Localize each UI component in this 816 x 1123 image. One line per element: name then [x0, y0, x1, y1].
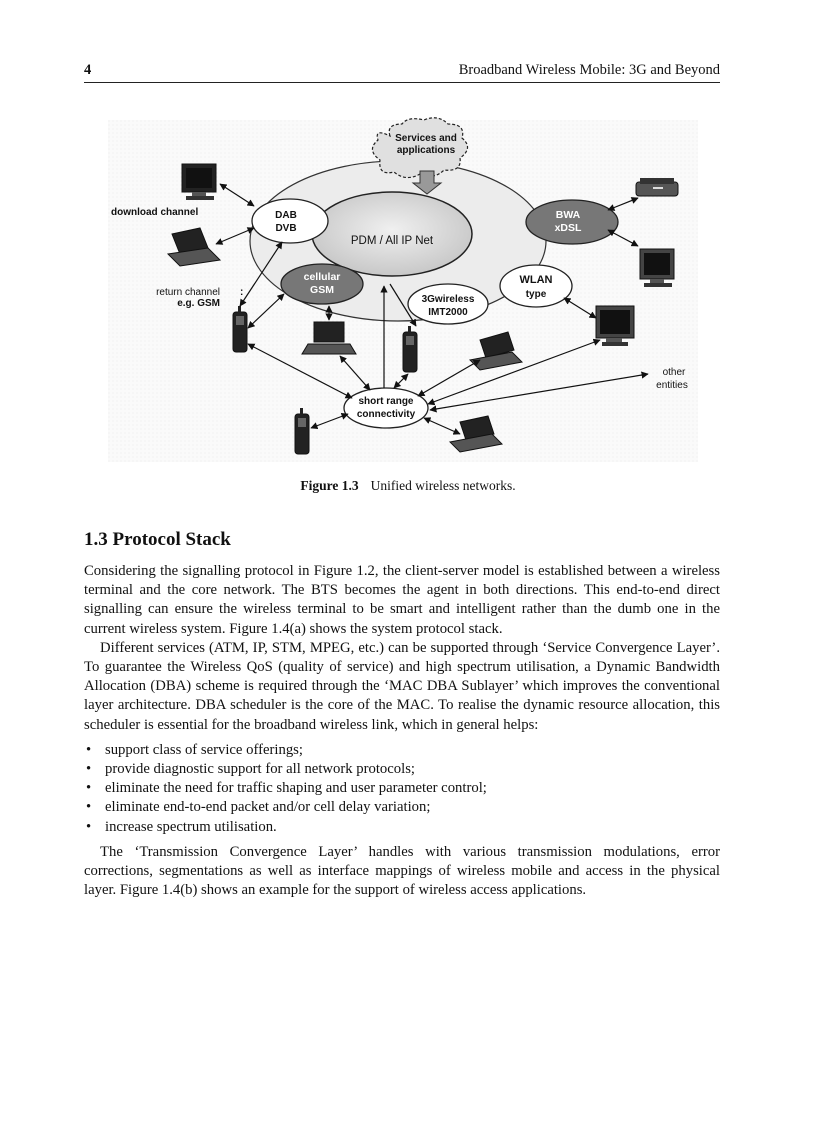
monitor-icon: [639, 248, 675, 287]
3g-wireless-node: [407, 283, 489, 325]
body-text: Considering the signalling protocol in F…: [84, 562, 720, 900]
list-item: •support class of service offerings;: [86, 741, 303, 758]
return-channel-gsm-label: e.g. GSM: [177, 298, 220, 309]
page-number: 4: [84, 62, 92, 78]
modem-icon: [635, 178, 679, 197]
bwa-label: BWA: [556, 209, 581, 221]
return-channel-label: return channel: [156, 287, 220, 298]
wlan-label: WLAN: [520, 274, 553, 286]
list-item: •eliminate end-to-end packet and/or cell…: [86, 799, 431, 816]
laptop-icon: [448, 415, 504, 453]
mobile-phone-icon: [402, 326, 418, 373]
return-channel-colon: :: [240, 287, 243, 298]
figure-caption-text: Unified wireless networks.: [370, 478, 516, 493]
services-label-line2: applications: [397, 145, 456, 156]
3g-label: 3Gwireless: [422, 294, 475, 305]
list-item-text: eliminate end-to-end packet and/or cell …: [105, 799, 431, 816]
core-network-label: PDM / All IP Net: [351, 235, 434, 247]
paragraph-3: The ‘Transmission Convergence Layer’ han…: [84, 843, 720, 899]
figure-caption: Figure 1.3 Unified wireless networks.: [0, 478, 816, 494]
other-entities-label-line1: other: [663, 367, 686, 378]
other-entities-label-line2: entities: [656, 380, 688, 391]
bullet-list: •support class of service offerings; •pr…: [84, 741, 720, 837]
unified-wireless-networks-figure: PDM / All IP Net Services and applicatio…: [108, 116, 698, 466]
imt2000-label: IMT2000: [428, 307, 468, 318]
mobile-phone-icon: [294, 408, 310, 455]
bwa-xdsl-node: [525, 199, 619, 245]
monitor-icon: [181, 163, 217, 200]
short-range-label-line2: connectivity: [357, 409, 416, 420]
short-range-label-line1: short range: [358, 396, 413, 407]
list-item: •provide diagnostic support for all netw…: [86, 761, 416, 778]
gsm-label: GSM: [310, 284, 334, 296]
running-title: Broadband Wireless Mobile: 3G and Beyond: [458, 62, 720, 78]
list-item-text: increase spectrum utilisation.: [105, 818, 277, 835]
list-item-text: eliminate the need for traffic shaping a…: [105, 780, 487, 797]
core-network-ellipse: [311, 191, 473, 277]
list-item: •eliminate the need for traffic shaping …: [86, 780, 487, 797]
laptop-icon: [166, 227, 222, 267]
section-heading: 1.3 Protocol Stack: [84, 529, 231, 550]
monitor-icon: [595, 305, 635, 346]
wlan-type-label: type: [526, 289, 547, 300]
mobile-phone-icon: [232, 306, 248, 353]
services-cloud: Services and applications: [371, 117, 469, 179]
dvb-label: DVB: [275, 223, 296, 234]
connection-arrows: [215, 183, 649, 435]
download-channel-label: download channel: [111, 207, 198, 218]
paragraph-2: Different services (ATM, IP, STM, MPEG, …: [84, 639, 720, 733]
list-item-text: provide diagnostic support for all netwo…: [105, 761, 416, 778]
paragraph-1: Considering the signalling protocol in F…: [84, 563, 720, 637]
list-item-text: support class of service offerings;: [105, 741, 303, 758]
xdsl-label: xDSL: [555, 222, 582, 234]
dab-dvb-node: [251, 198, 329, 244]
figure-caption-label: Figure 1.3: [300, 478, 359, 493]
cellular-label: cellular: [304, 271, 341, 283]
list-item: •increase spectrum utilisation.: [86, 818, 277, 835]
wlan-node: [499, 264, 573, 308]
dab-label: DAB: [275, 210, 297, 221]
running-header: 4 Broadband Wireless Mobile: 3G and Beyo…: [84, 60, 720, 83]
short-range-node: [343, 387, 429, 429]
services-label-line1: Services and: [395, 133, 457, 144]
services-down-arrow: [411, 170, 443, 195]
